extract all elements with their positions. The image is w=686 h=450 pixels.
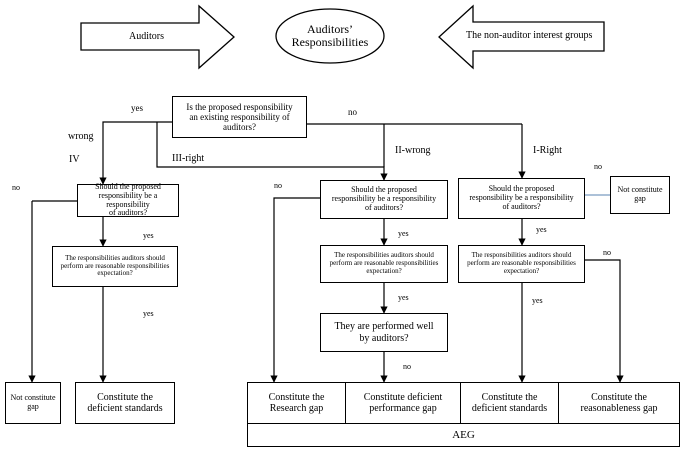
reasonableness-gap: Constitute the reasonableness gap [558,382,680,424]
not-constitute-gap-right: Not constitute gap [610,176,670,214]
label-no-right-top: no [594,162,602,171]
should-responsibility-mid: Should the proposed responsibility be a … [320,180,448,219]
should-responsibility-left-text: Should the proposed responsibility be a … [95,181,161,218]
reasonable-expectation-mid-text: The responsibilities auditors should per… [329,251,439,275]
label-i-right: I-Right [533,145,562,156]
should-responsibility-right-text: Should the proposed responsibility be a … [469,184,574,211]
label-yes-mid-1: yes [398,229,409,238]
deficient-standards-left-text: Constitute the deficient standards [87,391,163,414]
not-constitute-gap-left-text: Not constitute gap [10,393,56,411]
not-constitute-gap-right-text: Not constitute gap [617,185,663,203]
aeg-text: AEG [452,428,475,441]
label-yes-left-2: yes [143,309,154,318]
reasonable-expectation-left: The responsibilities auditors should per… [52,246,178,287]
deficient-standards-left: Constitute the deficient standards [75,382,175,424]
label-no-mid: no [274,181,282,190]
label-no-top: no [348,107,357,117]
aeg-box: AEG [247,423,680,447]
reasonableness-gap-text: Constitute the reasonableness gap [580,391,658,414]
label-no-right-reason: no [603,248,611,257]
responsibilities-text: Auditors’ Responsibilities [291,21,369,49]
reasonable-expectation-mid: The responsibilities auditors should per… [320,245,448,283]
not-constitute-gap-left: Not constitute gap [5,382,61,424]
label-yes-left-1: yes [143,231,154,240]
should-responsibility-right: Should the proposed responsibility be a … [458,178,585,219]
reasonable-expectation-right-text: The responsibilities auditors should per… [467,251,576,275]
research-gap: Constitute the Research gap [247,382,346,424]
label-no-mid-perf: no [403,362,411,371]
non-auditor-block-arrow [438,4,605,70]
deficient-performance-gap: Constitute deficient performance gap [345,382,461,424]
label-yes-right-2: yes [532,296,543,305]
label-wrong: wrong [68,131,94,142]
responsibilities-label: Auditors’ Responsibilities [281,14,379,58]
reasonable-expectation-left-text: The responsibilities auditors should per… [60,253,170,278]
deficient-standards-right: Constitute the deficient standards [460,382,559,424]
non-auditor-arrow-label: The non-auditor interest groups [466,30,593,41]
label-ii-wrong: II-wrong [395,145,431,156]
responsibilities-ellipse [275,8,385,64]
auditors-arrow-label: Auditors [129,31,164,42]
deficient-performance-gap-text: Constitute deficient performance gap [363,391,443,414]
label-yes-mid-2: yes [398,293,409,302]
label-yes-top: yes [131,103,143,113]
label-yes-right-1: yes [536,225,547,234]
existing-responsibility-question: Is the proposed responsibility an existi… [172,96,307,138]
label-iii-right: III-right [172,153,205,164]
should-responsibility-mid-text: Should the proposed responsibility be a … [331,185,437,212]
auditors-block-arrow [80,4,235,70]
reasonable-expectation-right: The responsibilities auditors should per… [458,245,585,283]
performed-well-text: They are performed well by auditors? [334,321,434,344]
existing-responsibility-text: Is the proposed responsibility an existi… [186,101,293,133]
research-gap-text: Constitute the Research gap [268,391,325,414]
deficient-standards-right-text: Constitute the deficient standards [471,391,548,414]
performed-well-question: They are performed well by auditors? [320,313,448,352]
label-iv: IV [69,154,80,165]
label-no-left: no [12,183,20,192]
should-responsibility-left: Should the proposed responsibility be a … [77,181,179,218]
